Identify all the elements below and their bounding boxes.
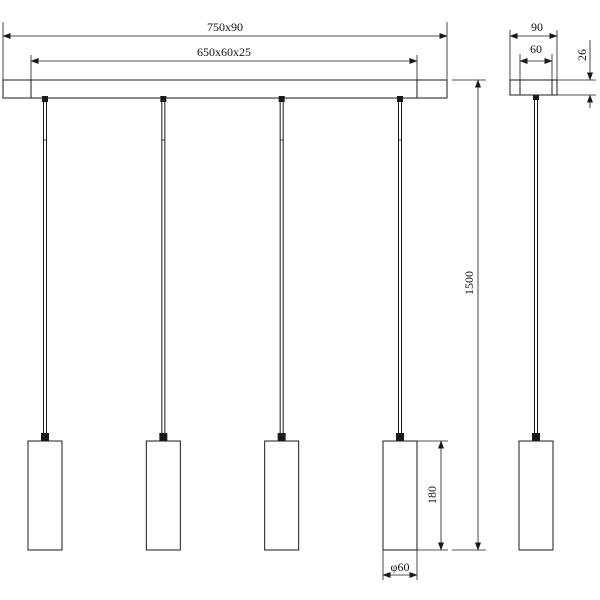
label-shade-height: 180 [425,486,439,504]
dimension-overall-height: 1500 [452,79,486,551]
ceiling-bar [2,79,448,99]
pendant-1 [27,96,63,551]
side-view: 90 60 26 [509,20,596,551]
label-side-width: 90 [531,20,543,34]
label-side-canopy-height: 26 [575,49,589,61]
dimension-side-inner-width: 60 [519,42,553,80]
dimension-canopy: 650x60x25 [30,45,418,80]
side-pendant-mount [533,95,539,100]
dimension-side-canopy-height: 26 [557,40,596,108]
pendant-mount [160,96,167,102]
pendant-4 [382,96,418,551]
dimension-side-width: 90 [509,20,558,95]
pendants [27,96,418,551]
pendant-shade [27,440,63,551]
pendant-cap [396,433,404,441]
dimension-shade-diameter: φ60 [382,550,418,580]
pendant-shade [145,440,181,551]
side-pendant-cap [532,433,540,441]
label-overall-width: 750x90 [207,20,243,34]
label-shade-diameter: φ60 [391,560,410,574]
pendant-shade [264,440,300,551]
label-canopy: 650x60x25 [197,45,251,59]
pendant-shade [382,440,418,551]
side-canopy-block [509,79,558,96]
side-pendant [518,95,554,551]
dimension-shade-height: 180 [416,440,448,551]
label-side-inner-width: 60 [530,42,542,56]
pendant-3 [264,96,300,551]
pendant-cap [159,433,168,441]
pendant-cap [277,433,286,441]
pendant-cap [41,433,49,441]
pendant-mount [278,96,285,102]
front-view: 750x90 650x60x25 180 φ6 [2,20,486,580]
pendant-mount [397,96,403,102]
side-pendant-shade [518,440,554,551]
pendant-mount [42,96,48,102]
ceiling-bar-outer [2,79,448,99]
dimension-overall-width: 750x90 [2,20,448,98]
label-overall-height: 1500 [462,271,476,295]
pendant-2 [145,96,181,551]
